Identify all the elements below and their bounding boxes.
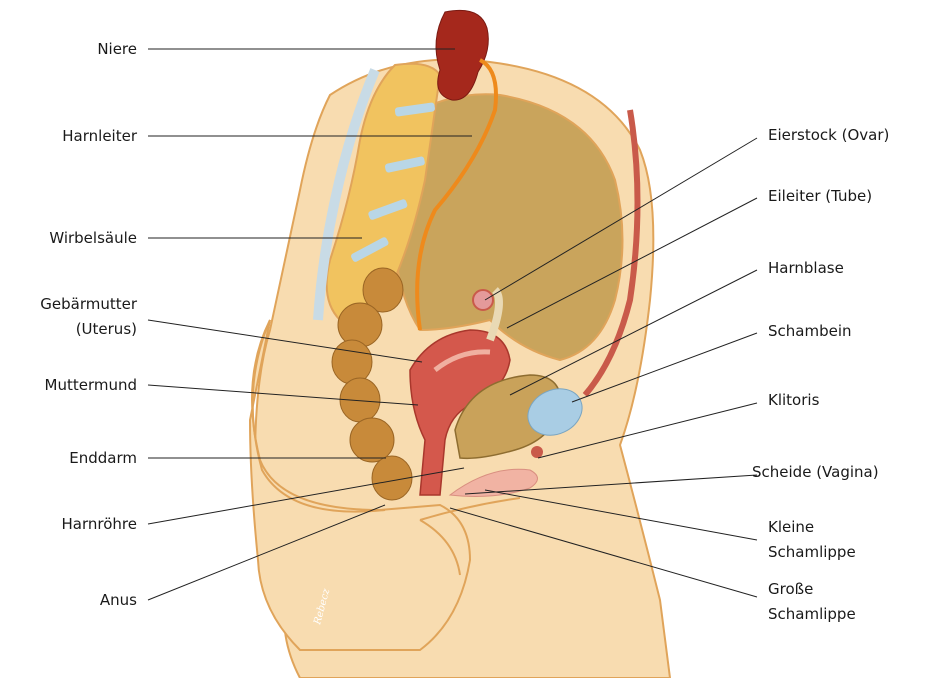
label-anus: Anus bbox=[100, 591, 137, 609]
label-harnroehre: Harnröhre bbox=[62, 515, 137, 533]
label-klitoris: Klitoris bbox=[768, 391, 820, 409]
label-scheide: Scheide (Vagina) bbox=[752, 463, 879, 481]
label-gebaermutter-1: Gebärmutter bbox=[40, 295, 138, 313]
label-wirbelsaeule: Wirbelsäule bbox=[49, 229, 137, 247]
label-grosse-1: Große bbox=[768, 580, 813, 598]
labels-right: Eierstock (Ovar) Eileiter (Tube) Harnbla… bbox=[752, 126, 889, 623]
label-gebaermutter-2: (Uterus) bbox=[76, 320, 137, 338]
label-schambein: Schambein bbox=[768, 322, 852, 340]
ovary bbox=[473, 290, 493, 310]
label-muttermund: Muttermund bbox=[45, 376, 138, 394]
labels-left: Niere Harnleiter Wirbelsäule Gebärmutter… bbox=[40, 40, 138, 609]
label-harnblase: Harnblase bbox=[768, 259, 844, 277]
label-eierstock: Eierstock (Ovar) bbox=[768, 126, 889, 144]
label-niere: Niere bbox=[97, 40, 137, 58]
label-harnleiter: Harnleiter bbox=[62, 127, 138, 145]
clitoris bbox=[531, 446, 543, 458]
label-kleine-2: Schamlippe bbox=[768, 543, 856, 561]
label-grosse-2: Schamlippe bbox=[768, 605, 856, 623]
label-kleine-1: Kleine bbox=[768, 518, 814, 536]
label-eileiter: Eileiter (Tube) bbox=[768, 187, 872, 205]
label-enddarm: Enddarm bbox=[69, 449, 137, 467]
